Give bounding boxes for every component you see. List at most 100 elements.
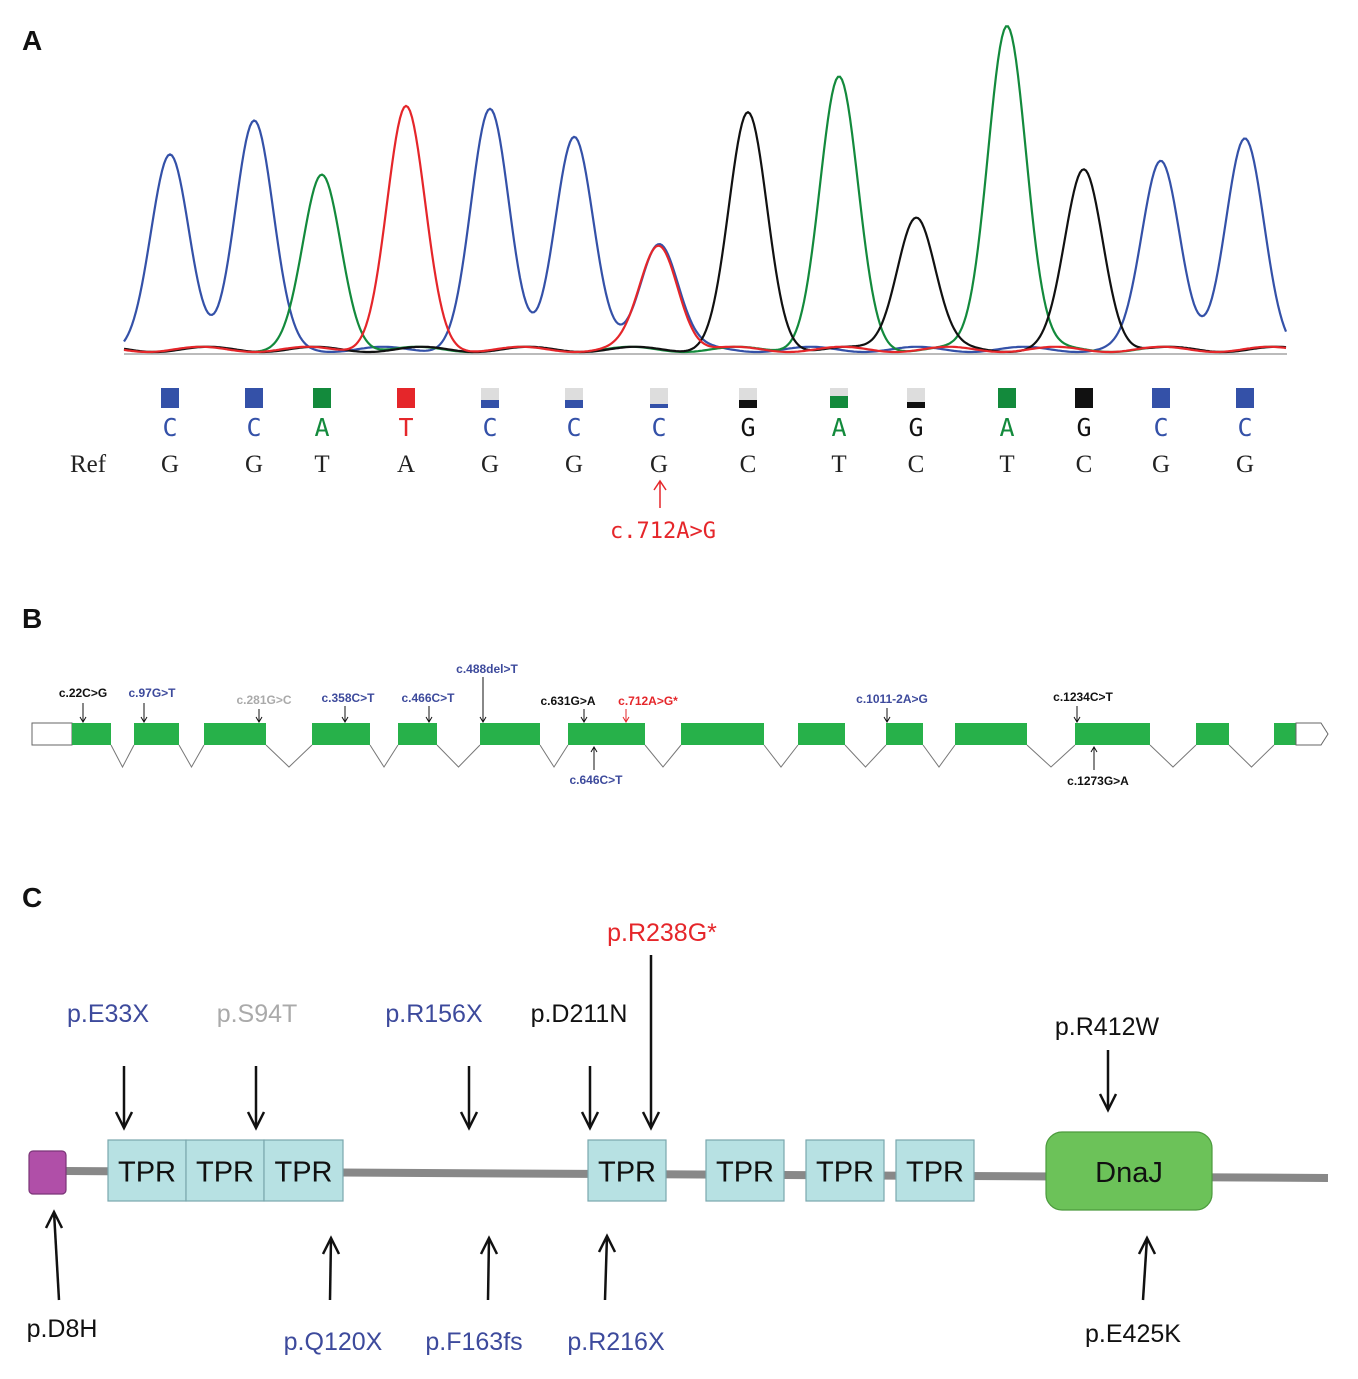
gene-variant-label: c.1011-2A>G	[856, 692, 928, 706]
protein-variant-label: p.R412W	[1055, 1013, 1160, 1041]
trace-G	[123, 110, 1287, 354]
gene-variant-arrowhead	[341, 716, 349, 723]
exon-box	[398, 723, 437, 745]
exon-box	[72, 723, 111, 745]
call-box-fill	[650, 404, 668, 408]
ref-row-label: Ref	[70, 451, 107, 478]
call-box-fill	[1236, 388, 1254, 408]
base-call: G	[908, 413, 923, 442]
base-call-boxes	[161, 388, 1254, 408]
variant-arrow-shaft	[52, 1211, 61, 1301]
exon-box	[681, 723, 764, 745]
base-call: C	[566, 413, 581, 442]
call-box-fill	[1075, 388, 1093, 408]
base-call: C	[162, 413, 177, 442]
ref-base: C	[740, 451, 757, 478]
variant-arrowhead	[44, 1209, 64, 1229]
tpr-domain-label: TPR	[906, 1157, 964, 1189]
exon-box	[134, 723, 179, 745]
call-box-fill	[161, 388, 179, 408]
intron-line	[265, 744, 313, 768]
trace-C	[123, 107, 1288, 354]
mutation-marker: c.712A>G	[610, 479, 716, 544]
variant-arrowhead	[641, 1111, 661, 1131]
gene-variant-arrowhead	[79, 716, 87, 723]
intron-line	[369, 744, 399, 768]
gene-variant-arrowhead	[425, 716, 433, 723]
utr-box	[31, 722, 73, 746]
call-box-bg	[650, 388, 668, 408]
base-call: C	[1153, 413, 1168, 442]
ref-base: C	[1076, 451, 1093, 478]
tpr-domain-label: TPR	[598, 1157, 656, 1189]
protein-variant-label: p.R156X	[385, 1000, 483, 1028]
intron-line	[922, 744, 956, 768]
utr-box	[1295, 722, 1329, 746]
call-box-fill	[1152, 388, 1170, 408]
exon-box	[886, 723, 923, 745]
call-box-fill	[313, 388, 331, 408]
ref-base: T	[314, 451, 329, 478]
variant-arrowhead	[597, 1233, 617, 1253]
gene-variant-label: c.646C>T	[569, 773, 623, 787]
gene-variant-arrowhead	[479, 716, 487, 723]
protein-variant-label: p.F163fs	[425, 1328, 522, 1356]
variant-arrowhead	[1098, 1093, 1118, 1113]
ref-base: T	[999, 451, 1014, 478]
call-box-fill	[481, 400, 499, 408]
variant-arrowhead	[114, 1111, 134, 1131]
tpr-domain-label: TPR	[816, 1157, 874, 1189]
intron-lines	[110, 744, 1275, 769]
panel-letter-a: A	[22, 25, 42, 56]
ref-base: T	[831, 451, 846, 478]
exon-box	[312, 723, 370, 745]
gene-variant-arrowhead	[590, 746, 598, 753]
call-box-fill	[397, 388, 415, 408]
ref-base: G	[245, 451, 263, 478]
intron-line	[1228, 744, 1275, 768]
exon-box	[1075, 723, 1150, 745]
tpr-domain	[895, 1139, 975, 1202]
intron-line	[178, 744, 205, 769]
call-box-fill	[907, 402, 925, 408]
intron-line	[1149, 744, 1197, 768]
gene-variant-label: c.281G>C	[236, 693, 291, 707]
ref-base: G	[1152, 451, 1170, 478]
tpr-domain	[587, 1139, 667, 1202]
base-call: A	[999, 413, 1014, 442]
protein-variant-label: p.R216X	[567, 1328, 665, 1356]
tpr-domain	[263, 1139, 344, 1202]
base-call: C	[246, 413, 261, 442]
gene-variant-arrowhead	[622, 716, 630, 723]
base-call: G	[1076, 413, 1091, 442]
exon-box	[480, 723, 540, 745]
tpr-domain-label: TPR	[118, 1157, 176, 1189]
tpr-domain	[185, 1139, 265, 1202]
intron-line	[844, 744, 887, 768]
variant-arrow-shaft	[603, 1235, 609, 1301]
ref-base: G	[650, 451, 668, 478]
mutation-arrow-head	[653, 479, 667, 491]
gene-variant-label: c.488del>T	[456, 662, 518, 676]
protein-variant-label: p.E33X	[67, 1000, 149, 1028]
gene-variant-label: c.97G>T	[128, 686, 176, 700]
variant-arrowhead	[321, 1235, 341, 1255]
intron-line	[436, 744, 481, 768]
exon-box	[568, 723, 645, 745]
tpr-domain-label: TPR	[716, 1157, 774, 1189]
variant-arrowhead	[246, 1111, 266, 1131]
dnaj-domain-label: DnaJ	[1095, 1157, 1163, 1189]
exon-boxes	[31, 722, 1329, 746]
exon-box	[955, 723, 1027, 745]
exon-box	[1196, 723, 1229, 745]
gene-variant-arrowhead	[1073, 716, 1081, 723]
gene-variant-label: c.631G>A	[540, 694, 595, 708]
exon-box	[798, 723, 845, 745]
base-call: A	[831, 413, 846, 442]
signal-domain	[28, 1150, 67, 1195]
